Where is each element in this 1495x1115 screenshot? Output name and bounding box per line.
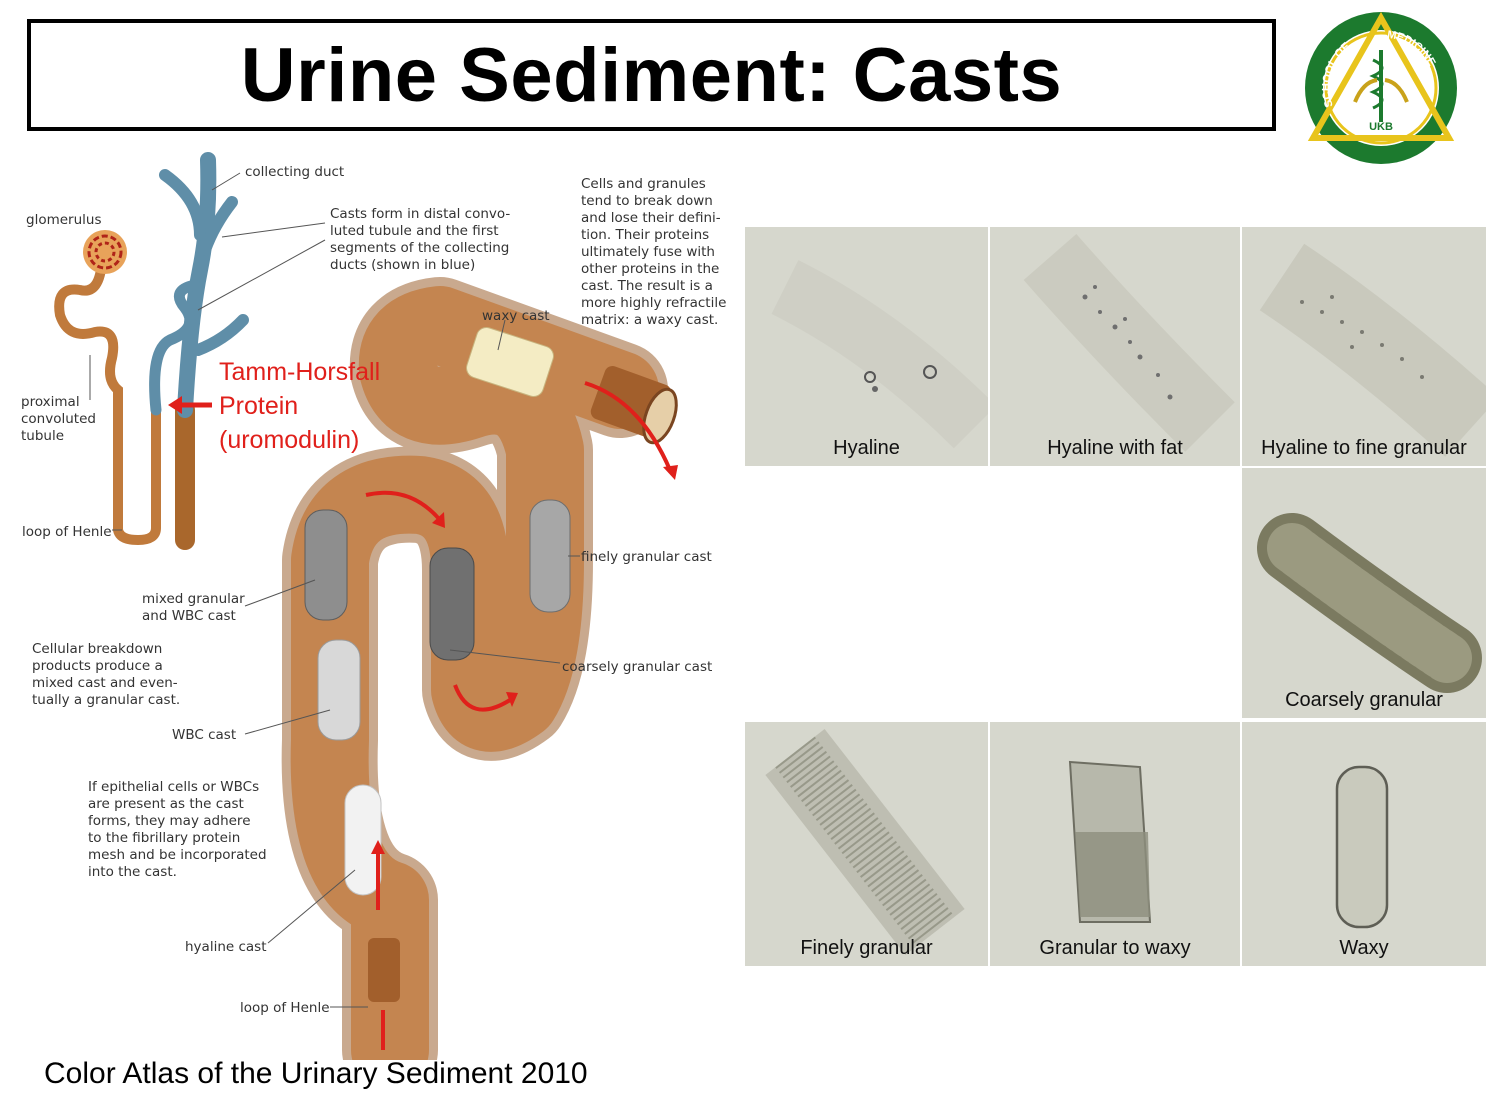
- label-tamm-horsfall: Tamm-Horsfall Protein (uromodulin): [219, 358, 387, 454]
- micrograph-grid: Hyaline Hyaline with fat Hyaline to fine…: [745, 227, 1486, 966]
- caption-hyaline-with-fat: Hyaline with fat: [1047, 437, 1183, 459]
- hyaline-cast-shape: [344, 784, 382, 896]
- label-waxy-cast: waxy cast: [482, 308, 550, 324]
- collecting-duct: [149, 152, 249, 418]
- label-wbc-cast: WBC cast: [172, 727, 236, 743]
- micrograph-hyaline: Hyaline: [745, 227, 988, 466]
- micrograph-hyaline-to-fine-granular: Hyaline to fine granular: [1242, 227, 1486, 466]
- label-hyaline-cast: hyaline cast: [185, 939, 267, 955]
- label-cellular-breakdown: Cellular breakdown products produce a mi…: [32, 641, 182, 708]
- label-cells-granules: Cells and granules tend to break down an…: [581, 176, 731, 328]
- label-finely-granular-cast: finely granular cast: [581, 549, 712, 565]
- leader-lines: [89, 172, 580, 1008]
- waxy-cast-shape: [466, 327, 554, 397]
- flow-arrowheads: [371, 465, 678, 854]
- source-citation: Color Atlas of the Urinary Sediment 2010: [44, 1057, 588, 1090]
- slide-title: Urine Sediment: Casts: [240, 32, 1063, 118]
- school-of-medicine-logo: SCHOOL OF MEDICINE UKB: [1305, 11, 1457, 164]
- tube-end-top: [590, 365, 678, 445]
- label-glomerulus: glomerulus: [26, 212, 101, 228]
- flow-arrows: [365, 381, 672, 1050]
- title-box: Urine Sediment: Casts: [27, 19, 1276, 131]
- label-proximal-tubule: proximal convoluted tubule: [21, 394, 100, 444]
- caption-hyaline: Hyaline: [833, 437, 900, 459]
- micrograph-granular-to-waxy: Granular to waxy: [990, 722, 1240, 966]
- caption-coarsely-granular: Coarsely granular: [1285, 689, 1443, 711]
- logo-bottom-text: UKB: [1369, 121, 1393, 133]
- label-mixed-granular: mixed granular and WBC cast: [142, 591, 249, 624]
- mixed-granular-cast-shape: [304, 509, 348, 621]
- label-casts-form: Casts form in distal convo- luted tubule…: [330, 206, 515, 273]
- coarsely-granular-cast-shape: [429, 547, 475, 661]
- micrograph-waxy: Waxy: [1242, 722, 1486, 966]
- caption-finely-granular: Finely granular: [800, 937, 933, 959]
- micrograph-finely-granular: Finely granular: [745, 722, 988, 966]
- nephron-tubule: [54, 255, 195, 550]
- label-collecting-duct: collecting duct: [245, 164, 344, 180]
- finely-granular-cast-shape: [529, 499, 571, 613]
- tamm-horsfall-arrow: [168, 396, 212, 414]
- caption-waxy: Waxy: [1339, 937, 1389, 959]
- micrograph-coarsely-granular: Coarsely granular: [1242, 468, 1486, 718]
- caption-hyaline-to-fine-granular: Hyaline to fine granular: [1261, 437, 1467, 459]
- caption-granular-to-waxy: Granular to waxy: [1039, 937, 1191, 959]
- label-loop-of-henle-top: loop of Henle: [22, 524, 112, 540]
- label-epithelial: If epithelial cells or WBCs are present …: [88, 779, 271, 880]
- label-coarsely-granular-cast: coarsely granular cast: [562, 659, 712, 675]
- glomerulus-shape: [83, 230, 127, 274]
- wbc-cast-shape: [317, 639, 361, 741]
- label-loop-of-henle-bottom: loop of Henle: [240, 1000, 330, 1016]
- tube-end-bottom: [368, 938, 400, 1002]
- micrograph-hyaline-with-fat: Hyaline with fat: [990, 227, 1240, 466]
- cast-formation-diagram: collecting duct glomerulus Casts form in…: [21, 152, 731, 1060]
